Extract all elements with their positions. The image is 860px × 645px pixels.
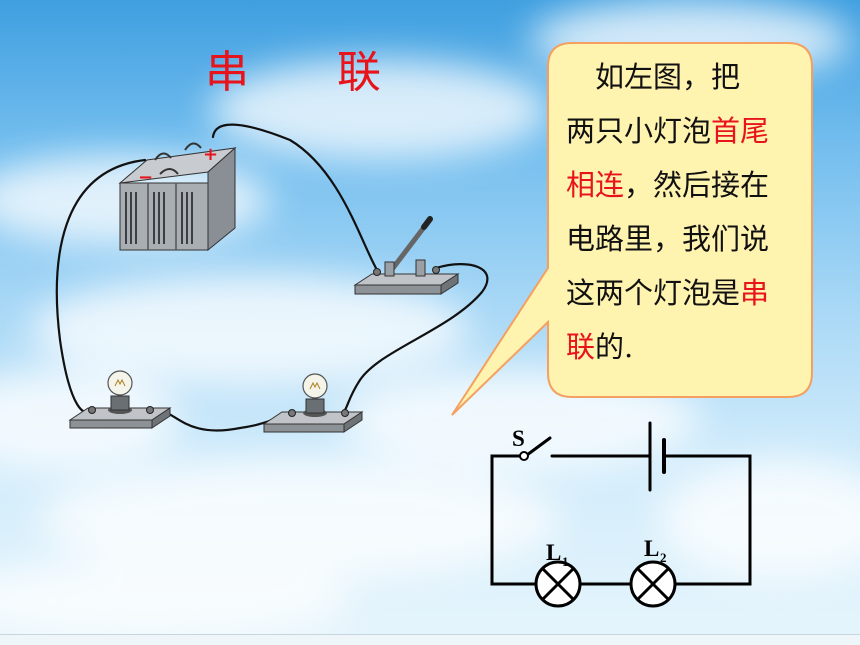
bubble-line-2: 两只小灯泡首尾 <box>566 114 770 148</box>
battery-minus-sign: − <box>138 167 153 188</box>
battery-plus-sign: + <box>203 144 218 165</box>
lamp2-subscript: 2 <box>660 550 667 565</box>
lamp-holder-2 <box>262 373 364 433</box>
schematic-wire-top-right <box>662 454 752 586</box>
lamp-symbol-1 <box>534 560 582 608</box>
knife-switch <box>353 216 460 295</box>
lamp-symbol-2 <box>629 560 677 608</box>
highlight-series-2: 联 <box>566 330 596 364</box>
bubble-line-1: 如左图，把 <box>566 60 741 94</box>
lamp2-label: L <box>644 536 659 561</box>
schematic-wire-left <box>490 454 538 586</box>
bubble-line-3: 相连，然后接在 <box>566 168 770 202</box>
highlight-series-1: 串 <box>740 276 770 310</box>
bubble-line-5: 这两个灯泡是串 <box>566 276 770 310</box>
lamp1-label: L <box>546 540 561 565</box>
wire-switch-to-lamp2 <box>343 263 489 412</box>
bubble-line-6: 联的. <box>566 330 634 364</box>
wire-battery-to-lamp1 <box>55 158 147 414</box>
page-title: 串 联 <box>205 47 403 98</box>
lamp-holder-1 <box>68 370 172 429</box>
battery-pack: − + <box>118 142 237 252</box>
switch-label: S <box>512 426 525 451</box>
bottom-strip <box>0 634 860 645</box>
switch-pivot <box>519 451 529 461</box>
switch-blade <box>525 436 552 457</box>
highlight-head-to-tail: 首尾 <box>711 114 770 148</box>
bubble-text: 如左图，把 两只小灯泡首尾 相连，然后接在 电路里，我们说 这两个灯泡是串 联的… <box>566 50 808 374</box>
highlight-connected: 相连 <box>566 168 625 202</box>
bubble-line-4: 电路里，我们说 <box>566 222 770 256</box>
wire-battery-to-switch <box>211 123 379 272</box>
lamp1-subscript: 1 <box>562 554 569 569</box>
